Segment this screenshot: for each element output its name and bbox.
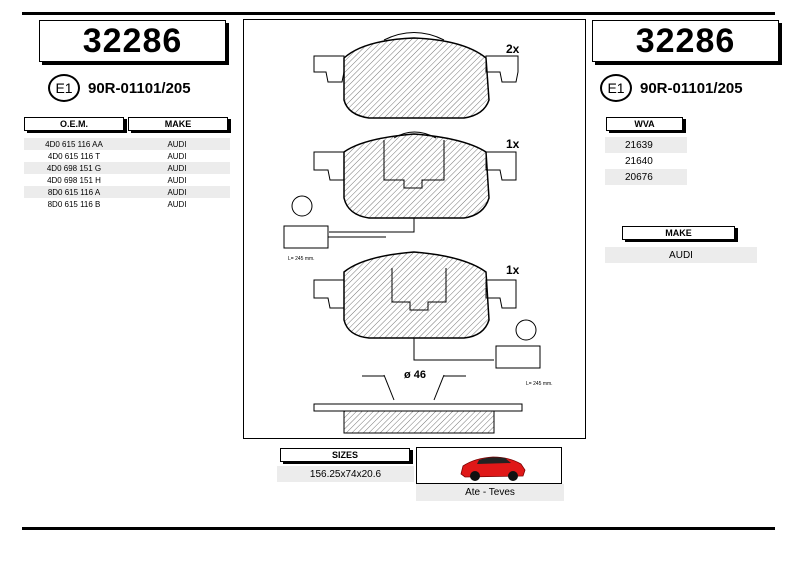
- oem-cell: 4D0 615 116 AA: [24, 138, 124, 150]
- qty-top: 2x: [506, 42, 520, 56]
- e1-mark-icon: E1: [600, 74, 632, 102]
- diameter-dimension: [362, 374, 466, 401]
- wva-number: 21640: [625, 155, 653, 167]
- make-cell: AUDI: [167, 151, 187, 161]
- e1-mark-icon: E1: [48, 74, 80, 102]
- part-number-right: 32286: [592, 20, 779, 62]
- brake-pad-bottom: [313, 251, 541, 369]
- oem-cell: 4D0 698 151 H: [47, 175, 101, 185]
- oem-cell: 4D0 698 151 G: [24, 162, 124, 174]
- approval-right: E1 90R-01101/205: [600, 74, 743, 102]
- top-rule: [22, 12, 775, 15]
- brand-label: Ate - Teves: [416, 484, 564, 501]
- make-cell: AUDI: [124, 138, 230, 150]
- part-number-left: 32286: [39, 20, 226, 62]
- oem-header: O.E.M.: [24, 117, 124, 131]
- brake-pad-drawing: 2x 1x L= 245 mm. 1x L= 245 mm.: [243, 19, 586, 439]
- oem-cell: 8D0 615 116 B: [47, 199, 101, 209]
- vehicle-image-box: [416, 447, 562, 484]
- make-box-value: AUDI: [605, 247, 757, 263]
- make-box-header: MAKE: [622, 226, 735, 240]
- approval-code-left: 90R-01101/205: [88, 79, 191, 97]
- make-cell: AUDI: [167, 199, 187, 209]
- wva-header: WVA: [606, 117, 683, 131]
- diameter-label: ø 46: [404, 369, 426, 381]
- sensor-length-2: L= 245 mm.: [526, 381, 553, 387]
- make-cell: AUDI: [167, 175, 187, 185]
- brake-pad-top: [313, 32, 519, 119]
- approval-code-right: 90R-01101/205: [640, 79, 743, 97]
- sensor-length-1: L= 245 mm.: [288, 256, 315, 262]
- make-cell: AUDI: [124, 162, 230, 174]
- red-car-icon: [460, 456, 526, 481]
- make-cell: AUDI: [124, 186, 230, 198]
- make-header: MAKE: [128, 117, 228, 131]
- wva-number: 20676: [605, 169, 687, 185]
- brake-pad-middle: [283, 131, 517, 249]
- sizes-header: SIZES: [280, 448, 410, 462]
- qty-middle: 1x: [506, 137, 520, 151]
- oem-cell: 4D0 615 116 T: [47, 151, 101, 161]
- oem-cell: 8D0 615 116 A: [24, 186, 124, 198]
- wva-number: 21639: [605, 137, 687, 153]
- sizes-value: 156.25x74x20.6: [277, 466, 414, 482]
- qty-bottom: 1x: [506, 263, 520, 277]
- bottom-rule: [22, 527, 775, 530]
- pad-side-profile: [313, 403, 523, 434]
- approval-left: E1 90R-01101/205: [48, 74, 191, 102]
